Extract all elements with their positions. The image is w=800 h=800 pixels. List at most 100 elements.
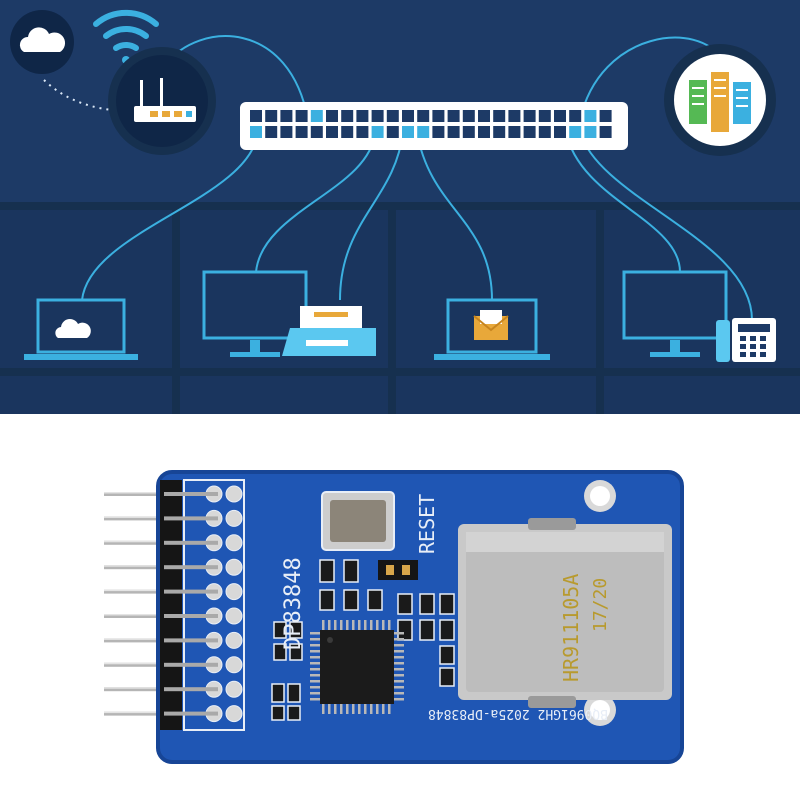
- header-pin: [104, 614, 164, 618]
- switch-port: [478, 110, 490, 122]
- header-pin: [104, 687, 164, 692]
- switch-port: [250, 126, 262, 138]
- header-pin: [104, 711, 164, 716]
- chip-lead: [394, 698, 404, 701]
- header-pin-tail: [164, 540, 218, 545]
- header-pin-highlight: [104, 492, 164, 494]
- crystal-oscillator: [321, 491, 395, 551]
- phone-key: [760, 344, 766, 349]
- switch-port: [386, 126, 399, 138]
- phone-key: [750, 352, 756, 357]
- chip-lead: [334, 620, 337, 630]
- chip-lead: [310, 686, 320, 689]
- header-pin-highlight: [104, 614, 164, 616]
- switch-port: [356, 110, 369, 122]
- chip-lead: [370, 704, 373, 714]
- header-pad: [225, 534, 243, 552]
- desktop-phone-icon: [622, 270, 776, 362]
- desktop-printer-icon: [202, 270, 376, 357]
- header-pin-tail: [164, 711, 218, 716]
- switch-port: [538, 126, 551, 138]
- switch-port: [265, 126, 278, 138]
- header-pin-highlight: [104, 638, 164, 640]
- chip-lead: [376, 704, 379, 714]
- switch-port: [493, 126, 506, 138]
- header-pin-highlight: [104, 662, 164, 665]
- header-pad: [225, 558, 243, 576]
- switch-port: [386, 110, 399, 122]
- desk-band: [0, 202, 800, 414]
- reset-button: [378, 560, 418, 580]
- pcb-shade: [156, 470, 684, 764]
- laptop-cloud-icon: [24, 298, 138, 360]
- connection-lines: [81, 35, 753, 321]
- chip-lead: [394, 650, 404, 653]
- switch-port: [326, 110, 338, 122]
- router-icon: [108, 47, 216, 155]
- switch-port: [508, 110, 521, 122]
- chip-lead: [310, 668, 320, 671]
- chip-lead: [310, 638, 320, 641]
- chip-lead: [310, 662, 320, 665]
- switch-port: [478, 126, 490, 138]
- chip-lead: [388, 620, 391, 630]
- jack-date-label: 17/20: [590, 578, 611, 632]
- chip-lead: [310, 650, 320, 653]
- header-pin: [104, 492, 164, 496]
- header-pad: [225, 485, 243, 503]
- chip-lead: [394, 680, 404, 683]
- chip-lead: [334, 704, 337, 714]
- wifi-icon: [93, 9, 159, 64]
- switch-port: [310, 110, 323, 122]
- header-pin-highlight: [104, 589, 164, 592]
- chip-lead: [310, 656, 320, 659]
- chip-lead: [352, 704, 355, 714]
- pin-header: [104, 492, 164, 716]
- switch-port: [341, 126, 354, 138]
- chip-lead: [376, 620, 379, 630]
- dotted-link: [43, 79, 113, 111]
- chip-lead: [394, 662, 404, 665]
- switch-port: [326, 126, 338, 138]
- header-pin: [104, 565, 164, 570]
- switch-port: [462, 126, 475, 138]
- laptop-mail-icon: [434, 298, 550, 360]
- switch-port: [599, 110, 612, 122]
- switch-port: [569, 110, 582, 122]
- chip-lead: [328, 620, 331, 630]
- switch-port: [584, 110, 597, 122]
- mounting-hole-bottom: [584, 694, 616, 726]
- header-pin: [104, 589, 164, 594]
- header-pad: [225, 583, 243, 601]
- switch-port: [538, 110, 551, 122]
- switch-port: [265, 110, 278, 122]
- dp83848-board-photo: DP83848 RESET HR911105A 17/20 BQ0961GH2 …: [0, 414, 800, 800]
- phone-key: [760, 352, 766, 357]
- header-pad: [225, 631, 243, 649]
- chip-lead: [310, 644, 320, 647]
- network-illustration: [0, 0, 800, 414]
- chip-silk-label: DP83848: [281, 557, 306, 650]
- switch-port: [280, 110, 293, 122]
- switch-port: [310, 126, 323, 138]
- header-pin-tail: [164, 589, 218, 594]
- switch-port: [417, 110, 430, 122]
- header-silk-outline: [183, 479, 245, 731]
- switch-port: [462, 110, 475, 122]
- switch-port: [523, 110, 536, 122]
- phone-key: [740, 336, 746, 341]
- chip-lead: [394, 644, 404, 647]
- network-switch-icon: [240, 102, 628, 150]
- switch-port: [599, 126, 612, 138]
- phy-chip: [310, 620, 404, 714]
- chip-lead: [358, 704, 361, 714]
- chip-lead: [310, 680, 320, 683]
- switch-port: [280, 126, 293, 138]
- switch-port: [402, 110, 414, 122]
- mounting-hole-top: [584, 480, 616, 512]
- header-pin-highlight: [104, 516, 164, 518]
- header-pin-highlight: [104, 687, 164, 689]
- header-pads: [164, 485, 243, 723]
- switch-port: [447, 126, 460, 138]
- chip-lead: [394, 686, 404, 689]
